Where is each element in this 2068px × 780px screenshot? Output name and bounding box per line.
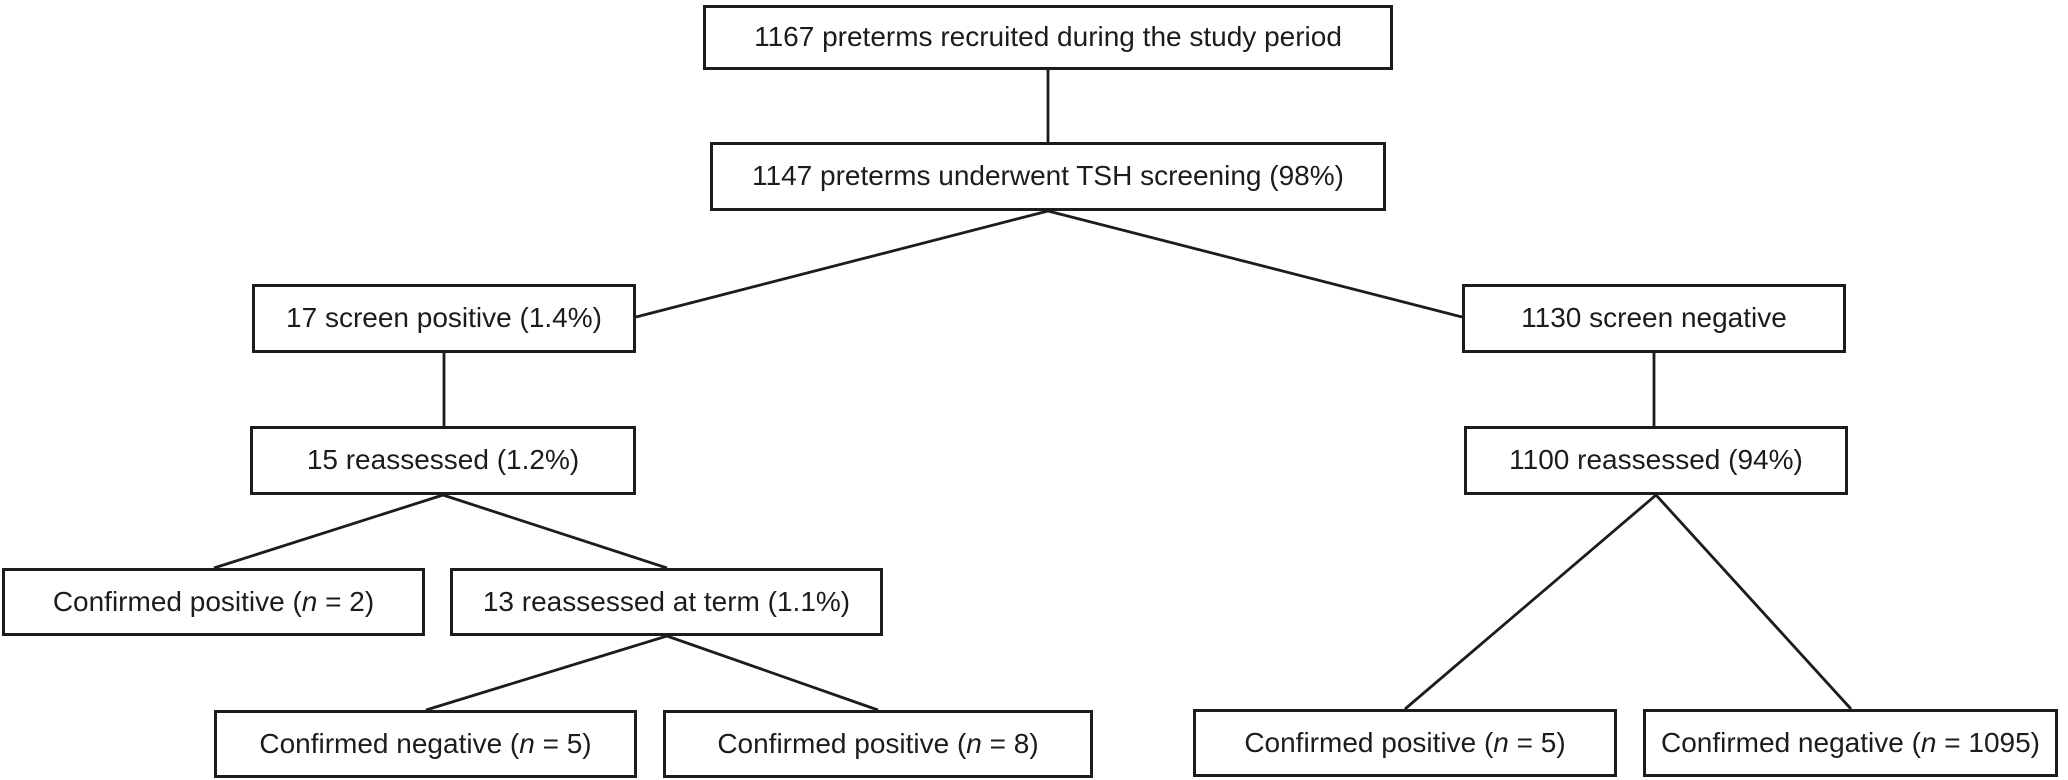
flow-node-confirmed-positive-n5: Confirmed positive (n = 5) <box>1193 709 1617 777</box>
edge-term-confirmed-pos-8 <box>666 634 879 712</box>
node-label: 15 reassessed (1.2%) <box>306 444 580 476</box>
node-label: 1167 preterms recruited during the study… <box>754 21 1342 53</box>
label-n-italic: n <box>519 727 535 759</box>
edge-reassessed-reassessed-term <box>442 493 668 570</box>
flow-node-confirmed-negative-n1095: Confirmed negative (n = 1095) <box>1643 709 2058 777</box>
flow-node-screen-negative: 1130 screen negative <box>1462 284 1846 353</box>
label-text: = 2) <box>317 585 375 617</box>
node-label: Confirmed positive (n = 2) <box>52 585 375 618</box>
label-text: = 5) <box>1508 726 1566 758</box>
edge-term-confirmed-neg-5 <box>425 634 668 712</box>
node-label: 1147 preterms underwent TSH screening (9… <box>752 160 1344 192</box>
flow-node-tsh-screened: 1147 preterms underwent TSH screening (9… <box>710 142 1386 211</box>
node-label: 13 reassessed at term (1.1%) <box>482 585 851 617</box>
node-label: 1100 reassessed (94%) <box>1509 444 1803 476</box>
flow-node-reassessed-negative-arm: 1100 reassessed (94%) <box>1464 426 1848 495</box>
node-label: Confirmed negative (n = 5) <box>259 727 592 760</box>
label-text: Confirmed negative ( <box>1660 726 1921 758</box>
flow-node-confirmed-negative-n5: Confirmed negative (n = 5) <box>214 710 637 778</box>
node-label: Confirmed positive (n = 8) <box>717 727 1039 760</box>
label-n-italic: n <box>966 727 982 759</box>
edge-reassessed-confirmed-pos-5 <box>1404 493 1657 711</box>
label-text: = 8) <box>981 727 1039 759</box>
flow-node-screen-positive: 17 screen positive (1.4%) <box>252 284 636 353</box>
edge-reassessed-confirmed-pos-2 <box>213 493 444 570</box>
flow-node-reassessed-positive-arm: 15 reassessed (1.2%) <box>250 426 636 495</box>
node-label: Confirmed positive (n = 5) <box>1244 726 1566 759</box>
label-n-italic: n <box>1493 726 1509 758</box>
flow-node-confirmed-positive-n2: Confirmed positive (n = 2) <box>2 568 425 636</box>
node-label: Confirmed negative (n = 1095) <box>1660 726 2040 759</box>
node-label: 17 screen positive (1.4%) <box>286 302 602 334</box>
label-n-italic: n <box>1920 726 1937 758</box>
node-label: 1130 screen negative <box>1521 302 1787 334</box>
label-text: Confirmed positive ( <box>717 727 967 759</box>
edge-screened-screen-positive <box>635 209 1049 319</box>
edge-reassessed-confirmed-neg-1095 <box>1654 494 1853 710</box>
flow-node-recruited: 1167 preterms recruited during the study… <box>703 5 1393 70</box>
label-n-italic: n <box>301 585 318 617</box>
flow-node-reassessed-at-term: 13 reassessed at term (1.1%) <box>450 568 883 636</box>
label-text: Confirmed positive ( <box>1244 726 1494 758</box>
label-text: Confirmed negative ( <box>259 727 520 759</box>
label-text: = 1095) <box>1936 726 2040 758</box>
edge-screened-screen-negative <box>1047 209 1463 319</box>
flow-node-confirmed-positive-n8: Confirmed positive (n = 8) <box>663 710 1093 778</box>
label-text: = 5) <box>534 727 592 759</box>
label-text: Confirmed positive ( <box>52 585 302 617</box>
